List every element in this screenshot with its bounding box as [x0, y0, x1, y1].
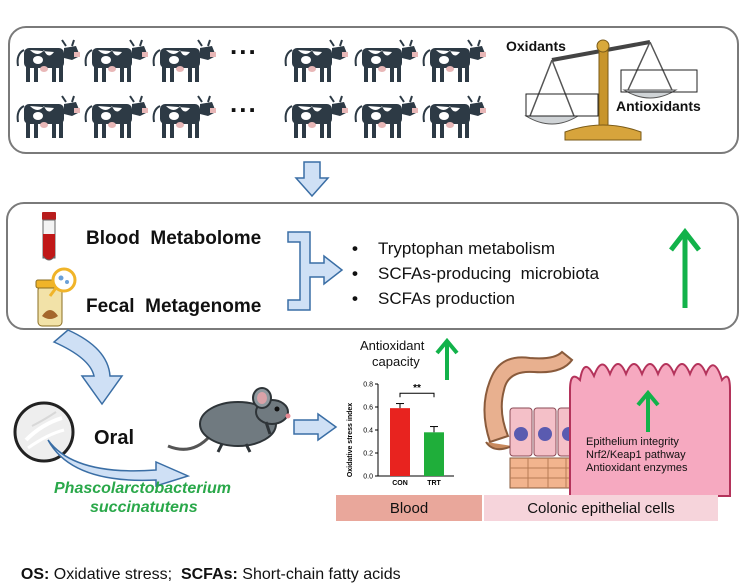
increase-arrow-icon: [669, 228, 701, 308]
fecal-metagenome-label: Fecal Metagenome: [86, 296, 262, 317]
cow-icon: [84, 95, 148, 138]
outcome-list: •Tryptophan metabolism •SCFAs-producing …: [352, 236, 599, 311]
epithelium-effects: Epithelium integrity Nrf2/Keap1 pathway …: [586, 436, 726, 475]
scfa-text: Short-chain fatty acids: [237, 566, 401, 583]
chart-y-tick-label: 0.8: [363, 382, 373, 389]
mouse-icon: [167, 387, 291, 453]
oxidants-label: Oxidants: [506, 38, 566, 54]
bacteria-culture-icon: [13, 401, 75, 463]
outcome-item-microbiota: •SCFAs-producing microbiota: [352, 264, 600, 283]
antioxidant-capacity-line1: Antioxidant: [360, 338, 425, 353]
chart-y-tick-label: 0.2: [363, 451, 373, 458]
chart-bar-trt: [424, 432, 444, 476]
blood-tube-icon: [42, 212, 56, 261]
bacterium-name-line2: succinatutens: [90, 499, 198, 516]
antioxidant-capacity-line2: capacity: [372, 354, 420, 369]
os-abbr: OS:: [20, 566, 50, 583]
chart-x-tick-label: CON: [392, 480, 408, 487]
chart-y-axis-label: Oxidative stress index: [347, 403, 354, 477]
antioxidants-label: Antioxidants: [616, 98, 701, 114]
epithelial-cells-icon: [509, 407, 581, 489]
omics-panel: [6, 202, 739, 330]
cow-icon: [284, 39, 348, 82]
cow-icon: [284, 95, 348, 138]
chart-y-tick-label: 0.4: [363, 428, 373, 435]
ellipsis-row-2: ...: [230, 88, 258, 118]
right-flow-arrow-icon: [293, 412, 338, 442]
blood-metabolome-label: Blood Metabolome: [86, 228, 262, 249]
outcome-item-scfa-production: •SCFAs production: [352, 289, 516, 308]
colon-icon: [483, 350, 574, 451]
chart-y-tick-label: 0.6: [363, 405, 373, 412]
stool-sample-icon: [35, 267, 77, 327]
curved-down-arrow-icon: [52, 329, 124, 406]
outcome-item-tryptophan: •Tryptophan metabolism: [352, 239, 556, 258]
cow-icon: [152, 39, 216, 82]
blood-tag: Blood: [336, 495, 482, 521]
antioxidant-increase-arrow-icon: [435, 338, 459, 380]
chart-significance-bracket: [399, 392, 435, 398]
merge-bracket-arrow-icon: [287, 231, 344, 311]
chart-x-tick-label: TRT: [427, 480, 441, 487]
ellipsis-row-1: ...: [230, 30, 258, 60]
cow-icon: [354, 95, 418, 138]
cow-icon: [422, 39, 486, 82]
balance-scale-icon: [524, 39, 698, 141]
cow-icon: [16, 39, 80, 82]
abbreviation-legend: OS: Oxidative stress; SCFAs: Short-chain…: [12, 548, 401, 584]
effect-antioxidant-enzymes: Antioxidant enzymes: [586, 462, 688, 474]
colonic-epithelial-cells-tag: Colonic epithelial cells: [484, 495, 718, 521]
oral-label: Oral: [94, 427, 135, 449]
epithelium-increase-arrow-icon: [636, 390, 660, 432]
bacterium-name-line1: Phascolarctobacterium: [54, 480, 231, 497]
cow-icon: [422, 95, 486, 138]
down-flow-arrow-icon: [294, 161, 330, 198]
cow-icon: [354, 39, 418, 82]
chart-y-tick-label: 0.0: [363, 474, 373, 481]
cow-icon: [16, 95, 80, 138]
scfa-abbr: SCFAs:: [180, 566, 238, 583]
effect-nrf2-keap1: Nrf2/Keap1 pathway: [586, 449, 686, 461]
cow-icon: [152, 95, 216, 138]
oxidative-stress-chart: Oxidative stress index 0.0 0.2 0.4 0.6 0.8CO…: [347, 382, 454, 487]
effect-epithelium-integrity: Epithelium integrity: [586, 436, 679, 448]
os-text: Oxidative stress;: [49, 566, 173, 583]
chart-bar-con: [390, 408, 410, 476]
chart-significance-label: **: [413, 383, 421, 394]
oral-administration-arrow-icon: [47, 439, 191, 488]
cow-icon: [84, 39, 148, 82]
